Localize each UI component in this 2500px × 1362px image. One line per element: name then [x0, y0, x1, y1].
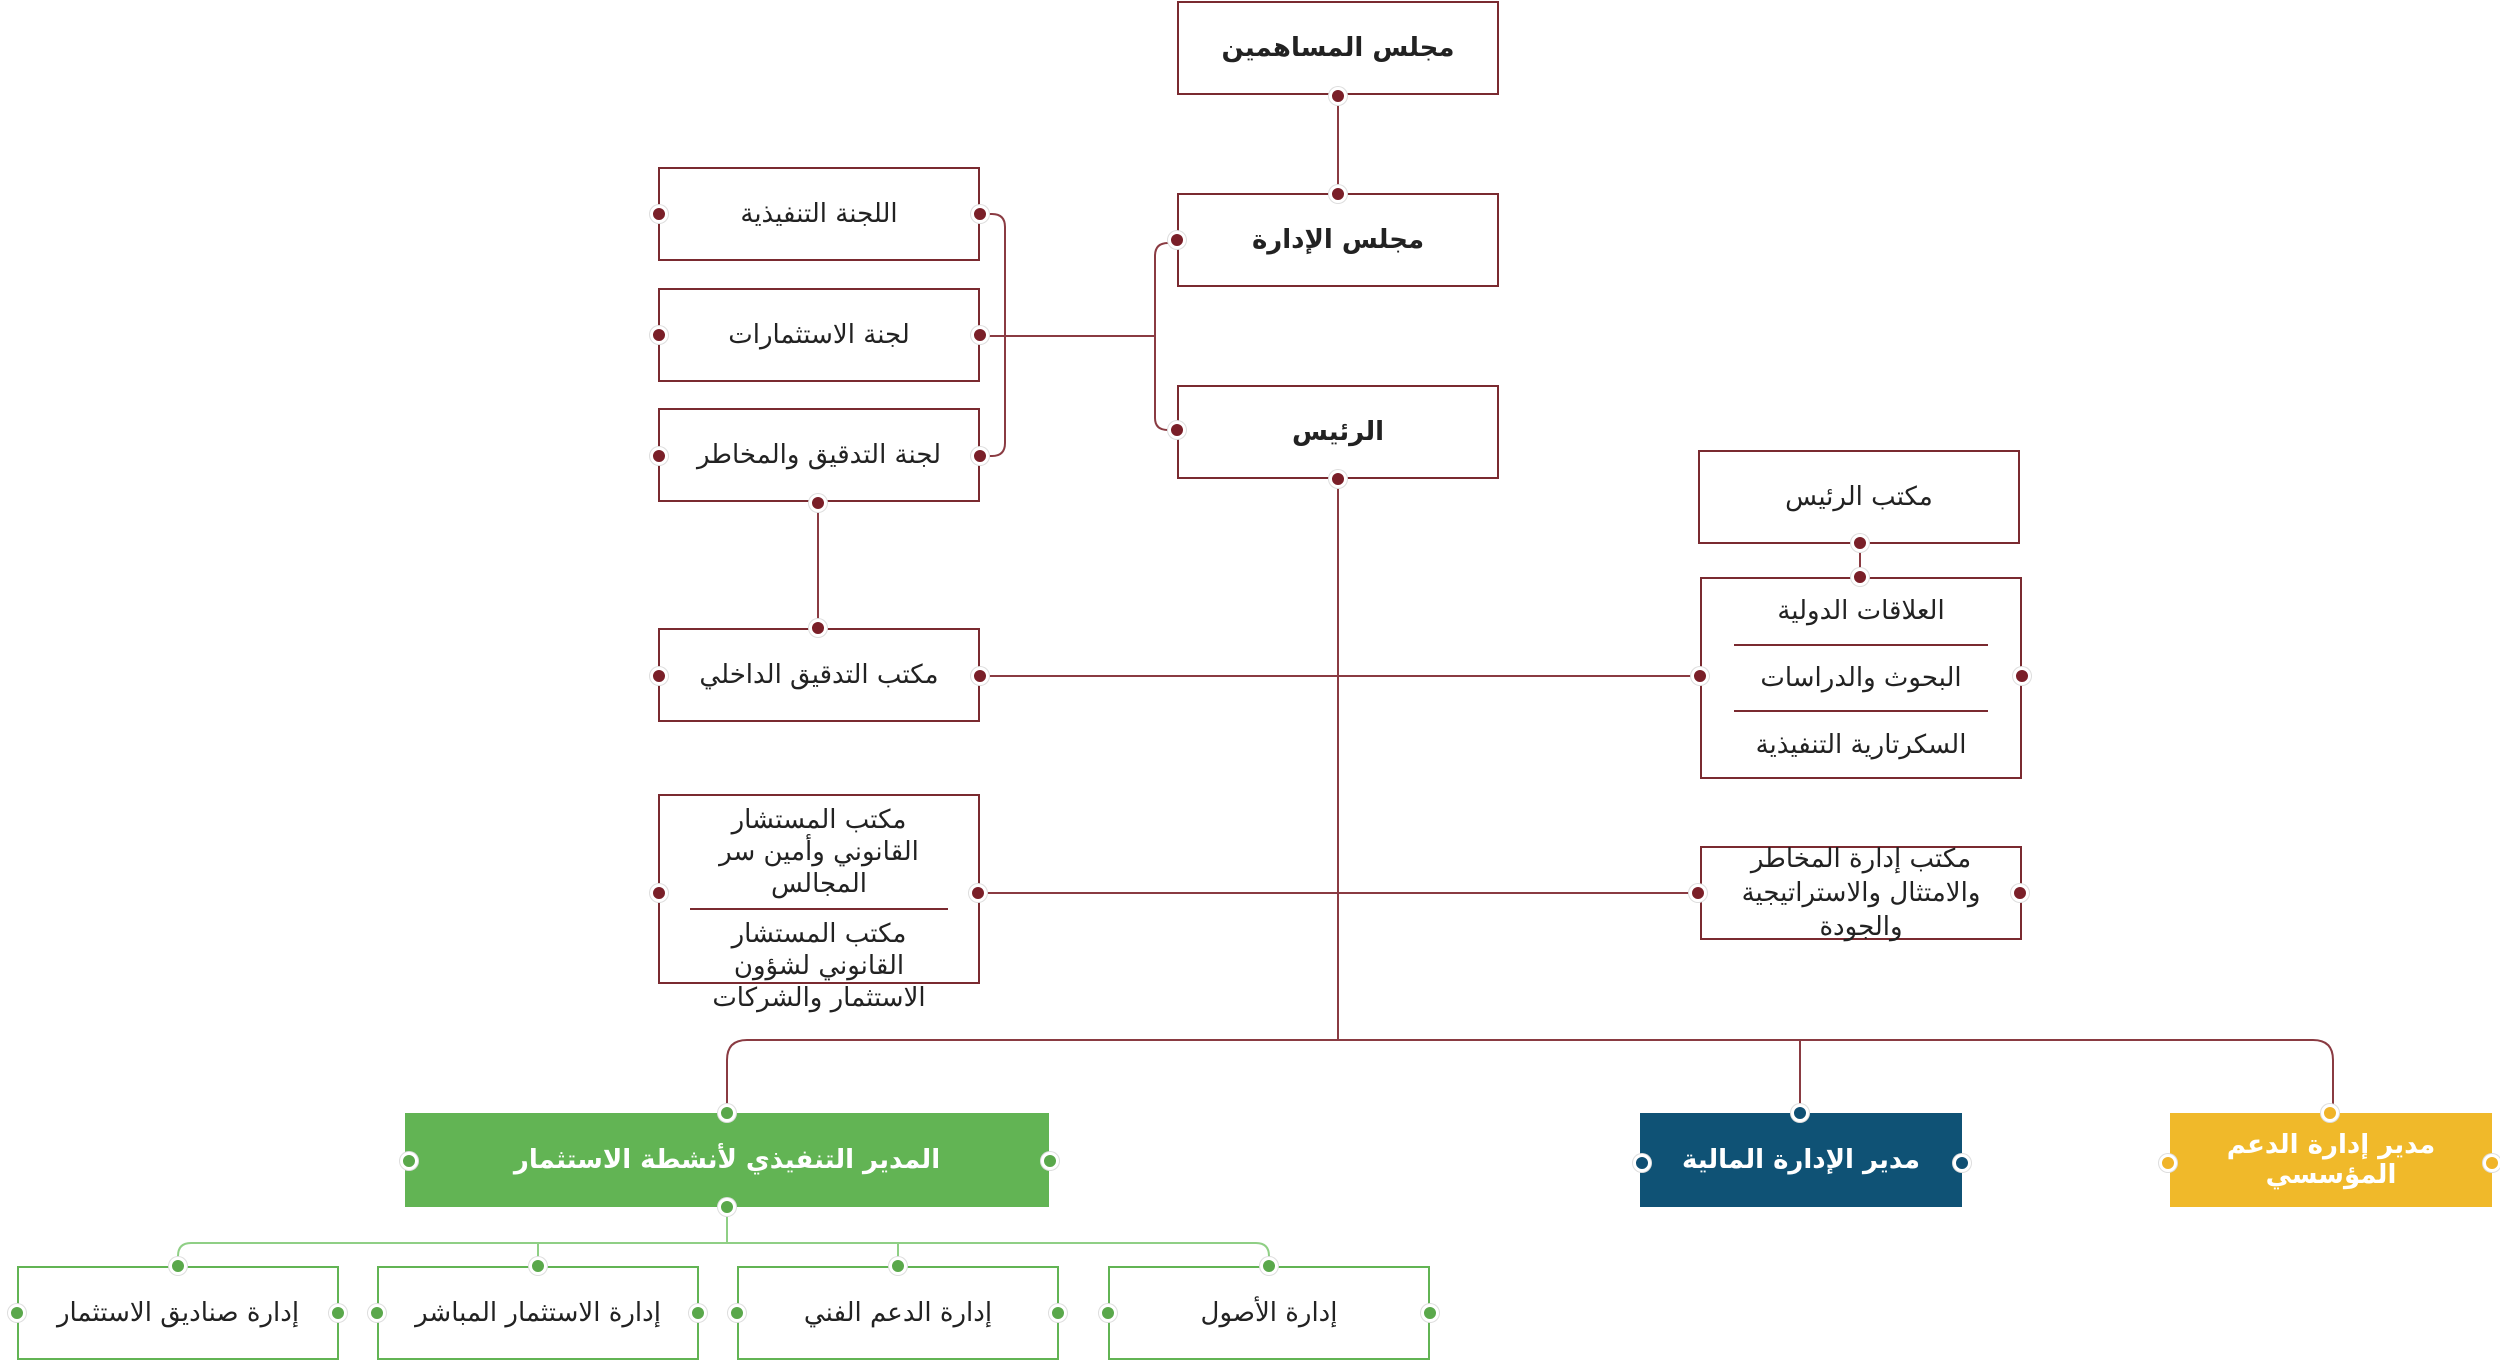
connector-dot	[728, 1304, 746, 1322]
board-label: مجلس الإدارة	[1251, 225, 1425, 255]
connector-dot	[650, 205, 668, 223]
exec-director-label: المدير التنفيذي لأنشطة الاستثمار	[513, 1145, 941, 1175]
connector-dot	[400, 1152, 418, 1170]
connector-dot	[1049, 1304, 1067, 1322]
connector-dot	[1633, 1154, 1651, 1172]
exec-director-box: المدير التنفيذي لأنشطة الاستثمار	[405, 1113, 1049, 1207]
chairman-office-box: مكتب الرئيس	[1698, 450, 2020, 544]
audit-committee-box: لجنة التدقيق والمخاطر	[658, 408, 980, 502]
audit-committee-label: لجنة التدقيق والمخاطر	[696, 440, 942, 470]
connector-dot	[1791, 1104, 1809, 1122]
connector-dot	[329, 1304, 347, 1322]
connector-dot	[169, 1257, 187, 1275]
finance-director-box: مدير الإدارة المالية	[1640, 1113, 1962, 1207]
tech-support-dept-label: إدارة الدعم الفني	[803, 1298, 993, 1328]
assets-dept-box: إدارة الأصول	[1108, 1266, 1430, 1360]
direct-investment-dept-box: إدارة الاستثمار المباشر	[377, 1266, 699, 1360]
connector-dot	[2159, 1154, 2177, 1172]
connector-dot	[2013, 667, 2031, 685]
legal-office-board-label: مكتب المستشار القانوني وأمين سر المجالس	[719, 805, 919, 899]
shareholders-box: مجلس المساهمين	[1177, 1, 1499, 95]
connector-dot	[1851, 534, 1869, 552]
connector-dot	[969, 884, 987, 902]
connector-dot	[368, 1304, 386, 1322]
connector-dot	[1691, 667, 1709, 685]
connector-dot	[971, 447, 989, 465]
connector-dot	[1099, 1304, 1117, 1322]
investment-committee-box: لجنة الاستثمارات	[658, 288, 980, 382]
legal-offices-box: مكتب المستشار القانوني وأمين سر المجالس …	[658, 794, 980, 1013]
internal-audit-box: مكتب التدقيق الداخلي	[658, 628, 980, 722]
risk-office-box: مكتب إدارة المخاطر والامتثال والاستراتيج…	[1700, 844, 2022, 942]
legal-office-investment-label: مكتب المستشار القانوني لشؤون الاستثمار و…	[712, 919, 926, 1013]
exec-committee-label: اللجنة التنفيذية	[740, 199, 898, 229]
connector-dot	[2321, 1104, 2339, 1122]
connector-dot	[650, 884, 668, 902]
research-studies-label: البحوث والدراسات	[1760, 662, 1962, 693]
connector-dot	[809, 494, 827, 512]
office-units-box: العلاقات الدولية البحوث والدراسات السكرت…	[1700, 577, 2022, 779]
connector-dot	[2483, 1154, 2500, 1172]
connector-dot	[809, 619, 827, 637]
connector-dot	[971, 205, 989, 223]
divider	[1734, 643, 1988, 646]
divider	[690, 908, 948, 910]
finance-director-label: مدير الإدارة المالية	[1682, 1145, 1921, 1175]
connector-dot	[650, 667, 668, 685]
tech-support-dept-box: إدارة الدعم الفني	[737, 1266, 1059, 1360]
connector-dot	[1041, 1152, 1059, 1170]
funds-dept-box: إدارة صناديق الاستثمار	[17, 1266, 339, 1360]
chairman-label: الرئيس	[1292, 417, 1384, 447]
shareholders-label: مجلس المساهمين	[1221, 33, 1455, 63]
connector-dot	[1329, 185, 1347, 203]
connector-dot	[1851, 568, 1869, 586]
connector-dot	[1329, 87, 1347, 105]
board-box: مجلس الإدارة	[1177, 193, 1499, 287]
connector-dot	[8, 1304, 26, 1322]
chairman-box: الرئيس	[1177, 385, 1499, 479]
connector-dot	[1329, 470, 1347, 488]
connector-dot	[718, 1104, 736, 1122]
connector-dot	[971, 667, 989, 685]
connector-dot	[971, 326, 989, 344]
connector-dot	[529, 1257, 547, 1275]
connector-dot	[1168, 421, 1186, 439]
connector-dot	[1953, 1154, 1971, 1172]
investment-committee-label: لجنة الاستثمارات	[728, 320, 910, 350]
connector-dot	[1168, 231, 1186, 249]
connector-dot	[650, 447, 668, 465]
divider	[1734, 710, 1988, 713]
internal-audit-label: مكتب التدقيق الداخلي	[699, 660, 939, 690]
direct-investment-dept-label: إدارة الاستثمار المباشر	[415, 1298, 661, 1328]
exec-committee-box: اللجنة التنفيذية	[658, 167, 980, 261]
connector-dot	[889, 1257, 907, 1275]
risk-office-label: مكتب إدارة المخاطر والامتثال والاستراتيج…	[1741, 844, 1981, 942]
connector-dot	[718, 1198, 736, 1216]
connector-dot	[650, 326, 668, 344]
funds-dept-label: إدارة صناديق الاستثمار	[56, 1298, 300, 1328]
connector-dot	[1689, 884, 1707, 902]
connector-dot	[1260, 1257, 1278, 1275]
assets-dept-label: إدارة الأصول	[1200, 1298, 1338, 1328]
support-director-box: مدير إدارة الدعم المؤسسي	[2170, 1113, 2492, 1207]
support-director-label: مدير إدارة الدعم المؤسسي	[2226, 1130, 2436, 1190]
chairman-office-label: مكتب الرئيس	[1785, 482, 1933, 512]
connector-dot	[2011, 884, 2029, 902]
international-relations-label: العلاقات الدولية	[1777, 596, 1945, 627]
connector-dot	[689, 1304, 707, 1322]
connector-dot	[1421, 1304, 1439, 1322]
executive-secretariat-label: السكرتارية التنفيذية	[1755, 729, 1967, 760]
